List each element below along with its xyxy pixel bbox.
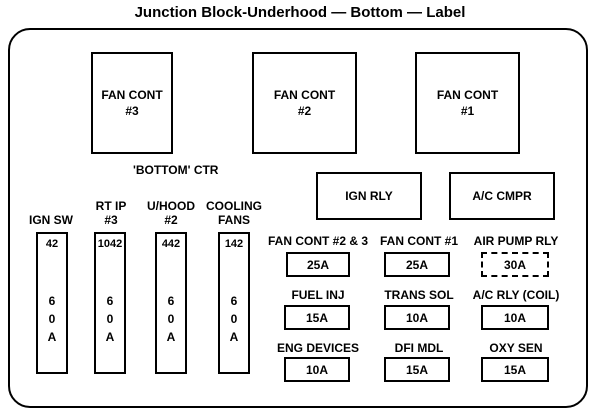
maxi-fuse-label-line2: FANS bbox=[217, 213, 250, 227]
relay-ac-cmpr: A/C CMPR bbox=[449, 172, 555, 220]
mini-fuse: 15A bbox=[481, 357, 549, 382]
junction-block-outline bbox=[8, 28, 588, 408]
rating-unit: A bbox=[105, 330, 115, 344]
maxi-fuse-label: COOLING FANS bbox=[198, 199, 270, 227]
rating-digit: 6 bbox=[230, 294, 238, 308]
mini-fuse-label: FAN CONT #2 & 3 bbox=[267, 234, 369, 248]
mini-fuse-label: A/C RLY (COIL) bbox=[472, 288, 560, 302]
relay-label: A/C CMPR bbox=[472, 189, 532, 203]
maxi-fuse: 442 6 0 A bbox=[155, 232, 187, 374]
rating-digit: 0 bbox=[167, 312, 175, 326]
mini-fuse-label: FAN CONT #1 bbox=[379, 234, 458, 248]
mini-fuse: 25A bbox=[384, 252, 450, 277]
mini-fuse: 10A bbox=[284, 357, 350, 382]
maxi-fuse-number: 42 bbox=[45, 238, 59, 250]
relay-fan-cont-3: FAN CONT #3 bbox=[91, 52, 173, 154]
relay-fan-cont-1: FAN CONT #1 bbox=[415, 52, 520, 154]
rating-unit: A bbox=[229, 330, 239, 344]
mini-fuse-label: TRANS SOL bbox=[384, 288, 454, 302]
maxi-fuse-number: 1042 bbox=[97, 238, 123, 250]
maxi-fuse-label-line1: RT IP bbox=[95, 199, 127, 213]
rating-digit: 0 bbox=[230, 312, 238, 326]
maxi-fuse-label-line2: #2 bbox=[164, 213, 178, 227]
mini-fuse: 10A bbox=[384, 305, 450, 330]
rating-unit: A bbox=[166, 330, 176, 344]
rating-digit: 6 bbox=[167, 294, 175, 308]
maxi-fuse-label-line1: COOLING bbox=[206, 199, 262, 213]
relay-fan-cont-2: FAN CONT #2 bbox=[252, 52, 357, 154]
relay-ign-rly: IGN RLY bbox=[316, 172, 422, 220]
maxi-fuse-label-line1: U/HOOD bbox=[147, 199, 195, 213]
rating-digit: 0 bbox=[106, 312, 114, 326]
relay-number: #3 bbox=[125, 104, 139, 118]
relay-label: FAN CONT bbox=[101, 88, 163, 102]
relay-label: FAN CONT bbox=[436, 88, 499, 102]
rating-unit: A bbox=[47, 330, 57, 344]
maxi-fuse: 1042 6 0 A bbox=[94, 232, 126, 374]
maxi-fuse-number: 142 bbox=[224, 238, 244, 250]
maxi-fuse-number: 442 bbox=[161, 238, 181, 250]
mini-fuse: 10A bbox=[481, 305, 549, 330]
mini-fuse: 25A bbox=[286, 252, 350, 277]
maxi-fuse-label-line2: #3 bbox=[104, 213, 118, 227]
relay-number: #1 bbox=[460, 104, 475, 118]
mini-fuse-label: AIR PUMP RLY bbox=[473, 234, 559, 248]
mini-fuse-empty-slot: 30A bbox=[481, 252, 549, 277]
mini-fuse-label: ENG DEVICES bbox=[276, 341, 360, 355]
maxi-fuse-label: IGN SW bbox=[18, 213, 84, 227]
maxi-fuse-label-line1: IGN SW bbox=[29, 213, 73, 227]
relay-label: IGN RLY bbox=[345, 189, 393, 203]
bottom-ctr-note: 'BOTTOM' CTR bbox=[133, 163, 219, 177]
rating-digit: 6 bbox=[48, 294, 56, 308]
relay-label: FAN CONT bbox=[273, 88, 336, 102]
mini-fuse: 15A bbox=[384, 357, 450, 382]
maxi-fuse-label: U/HOOD #2 bbox=[136, 199, 206, 227]
rating-digit: 0 bbox=[48, 312, 56, 326]
mini-fuse-label: OXY SEN bbox=[489, 341, 543, 355]
maxi-fuse-rating: 6 0 A bbox=[220, 292, 248, 346]
relay-number: #2 bbox=[297, 104, 312, 118]
mini-fuse-label: DFI MDL bbox=[394, 341, 444, 355]
maxi-fuse-rating: 6 0 A bbox=[96, 292, 124, 346]
maxi-fuse: 42 6 0 A bbox=[36, 232, 68, 374]
maxi-fuse: 142 6 0 A bbox=[218, 232, 250, 374]
mini-fuse-label: FUEL INJ bbox=[291, 288, 345, 302]
rating-digit: 6 bbox=[106, 294, 114, 308]
maxi-fuse-rating: 6 0 A bbox=[157, 292, 185, 346]
maxi-fuse-label: RT IP #3 bbox=[78, 199, 144, 227]
diagram-title: Junction Block-Underhood — Bottom — Labe… bbox=[134, 4, 466, 21]
mini-fuse: 15A bbox=[284, 305, 350, 330]
maxi-fuse-rating: 6 0 A bbox=[38, 292, 66, 346]
